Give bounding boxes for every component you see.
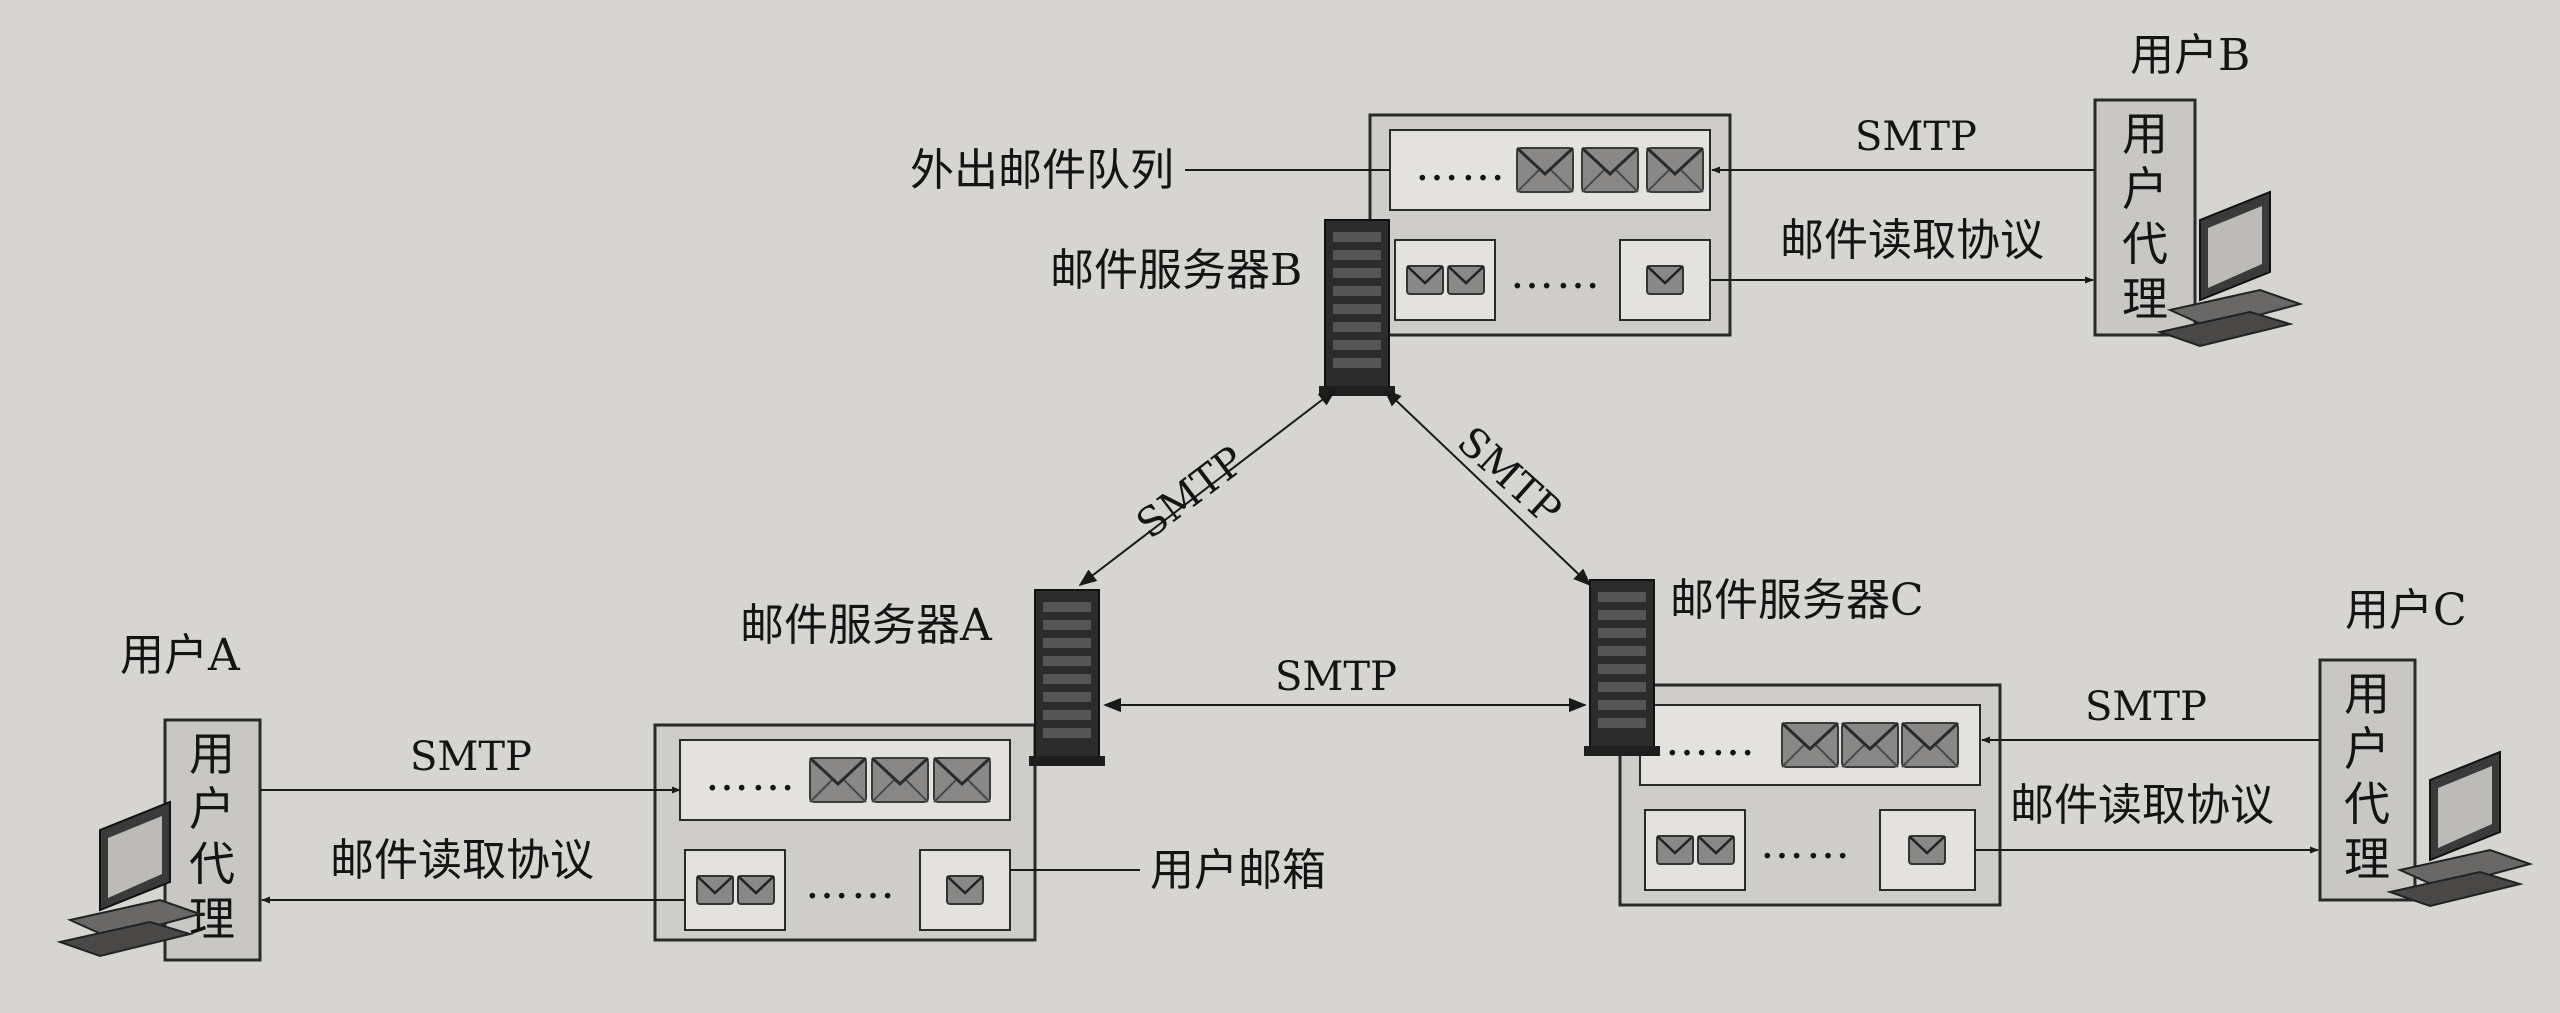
server-tower-icon — [1583, 579, 1661, 757]
user-agent-c-box — [2318, 658, 2417, 902]
mail-server-a: …… …… 邮件服务器A 用户邮箱 — [653, 589, 1326, 942]
envelope-icon — [1780, 721, 1840, 769]
user-agent-b-box — [2093, 98, 2197, 337]
smtp-label-ua-a: SMTP — [410, 734, 532, 780]
smtp-label-a-c: SMTP — [1275, 654, 1397, 700]
user-b-label: 用户B — [2130, 30, 2250, 81]
envelope-icon — [695, 874, 735, 906]
smtp-label-ub-b: SMTP — [1855, 114, 1977, 160]
ua-char: 理 — [2122, 272, 2168, 326]
envelope-icon — [1446, 264, 1486, 296]
ua-char: 用 — [189, 727, 235, 781]
envelope-icon — [736, 874, 776, 906]
queue-ellipsis-a: …… — [705, 750, 797, 801]
queue-ellipsis-c: …… — [1665, 715, 1757, 766]
envelope-icon — [1655, 834, 1695, 866]
user-agent-b: 用户B 用 户 代 理 — [2093, 30, 2301, 347]
envelope-icon — [1645, 146, 1705, 194]
ua-char: 户 — [2344, 722, 2390, 776]
server-tower-icon — [1318, 219, 1396, 397]
read-label-a: 邮件读取协议 — [330, 835, 594, 886]
ua-char: 理 — [189, 892, 235, 946]
ua-char: 代 — [2344, 777, 2390, 831]
server-tower-icon — [1028, 589, 1106, 767]
user-agent-c: 用户C 用 户 代 理 — [2318, 585, 2531, 907]
envelope-icon — [1515, 146, 1575, 194]
mailbox-ellipsis-a: …… — [805, 858, 897, 909]
envelope-icon — [932, 756, 992, 804]
ua-char: 代 — [2122, 217, 2168, 271]
mail-server-b: …… …… 邮件服务器B 外出邮件队列 — [910, 113, 1732, 397]
envelope-icon — [945, 874, 985, 906]
envelope-icon — [808, 756, 868, 804]
ua-char: 户 — [189, 782, 235, 836]
mail-server-b-label: 邮件服务器B — [1050, 245, 1302, 296]
user-agent-a: 用户A 用 户 代 理 — [59, 630, 262, 962]
envelope-icon — [1907, 834, 1947, 866]
envelope-icon — [1900, 721, 1960, 769]
envelope-icon — [1405, 264, 1445, 296]
ua-char: 用 — [2122, 107, 2168, 161]
outgoing-queue-label: 外出邮件队列 — [910, 145, 1174, 196]
envelope-icon — [1645, 264, 1685, 296]
smtp-label-b-c: SMTP — [1448, 418, 1569, 534]
smtp-label-a-b: SMTP — [1128, 438, 1253, 548]
ua-char: 用 — [2344, 667, 2390, 721]
user-mailbox-label: 用户邮箱 — [1150, 845, 1326, 896]
mailbox-ellipsis-b: …… — [1510, 248, 1602, 299]
smtp-arrow-b-c — [1383, 388, 1592, 587]
ua-char: 理 — [2344, 832, 2390, 886]
envelope-icon — [870, 756, 930, 804]
ua-char: 户 — [2122, 162, 2168, 216]
user-c-label: 用户C — [2345, 585, 2467, 636]
ua-char: 代 — [189, 837, 235, 891]
read-label-c: 邮件读取协议 — [2010, 780, 2274, 831]
mailbox-ellipsis-c: …… — [1760, 818, 1852, 869]
smtp-arrow-a-b — [1078, 388, 1337, 587]
read-label-b: 邮件读取协议 — [1780, 215, 2044, 266]
queue-ellipsis-b: …… — [1415, 140, 1507, 191]
envelope-icon — [1840, 721, 1900, 769]
mail-server-c-label: 邮件服务器C — [1670, 575, 1924, 626]
envelope-icon — [1696, 834, 1736, 866]
smtp-label-uc-c: SMTP — [2085, 684, 2207, 730]
envelope-icon — [1580, 146, 1640, 194]
user-a-label: 用户A — [120, 630, 241, 681]
mail-server-c: …… …… 邮件服务器C — [1583, 575, 2002, 907]
mail-server-a-label: 邮件服务器A — [740, 600, 993, 651]
